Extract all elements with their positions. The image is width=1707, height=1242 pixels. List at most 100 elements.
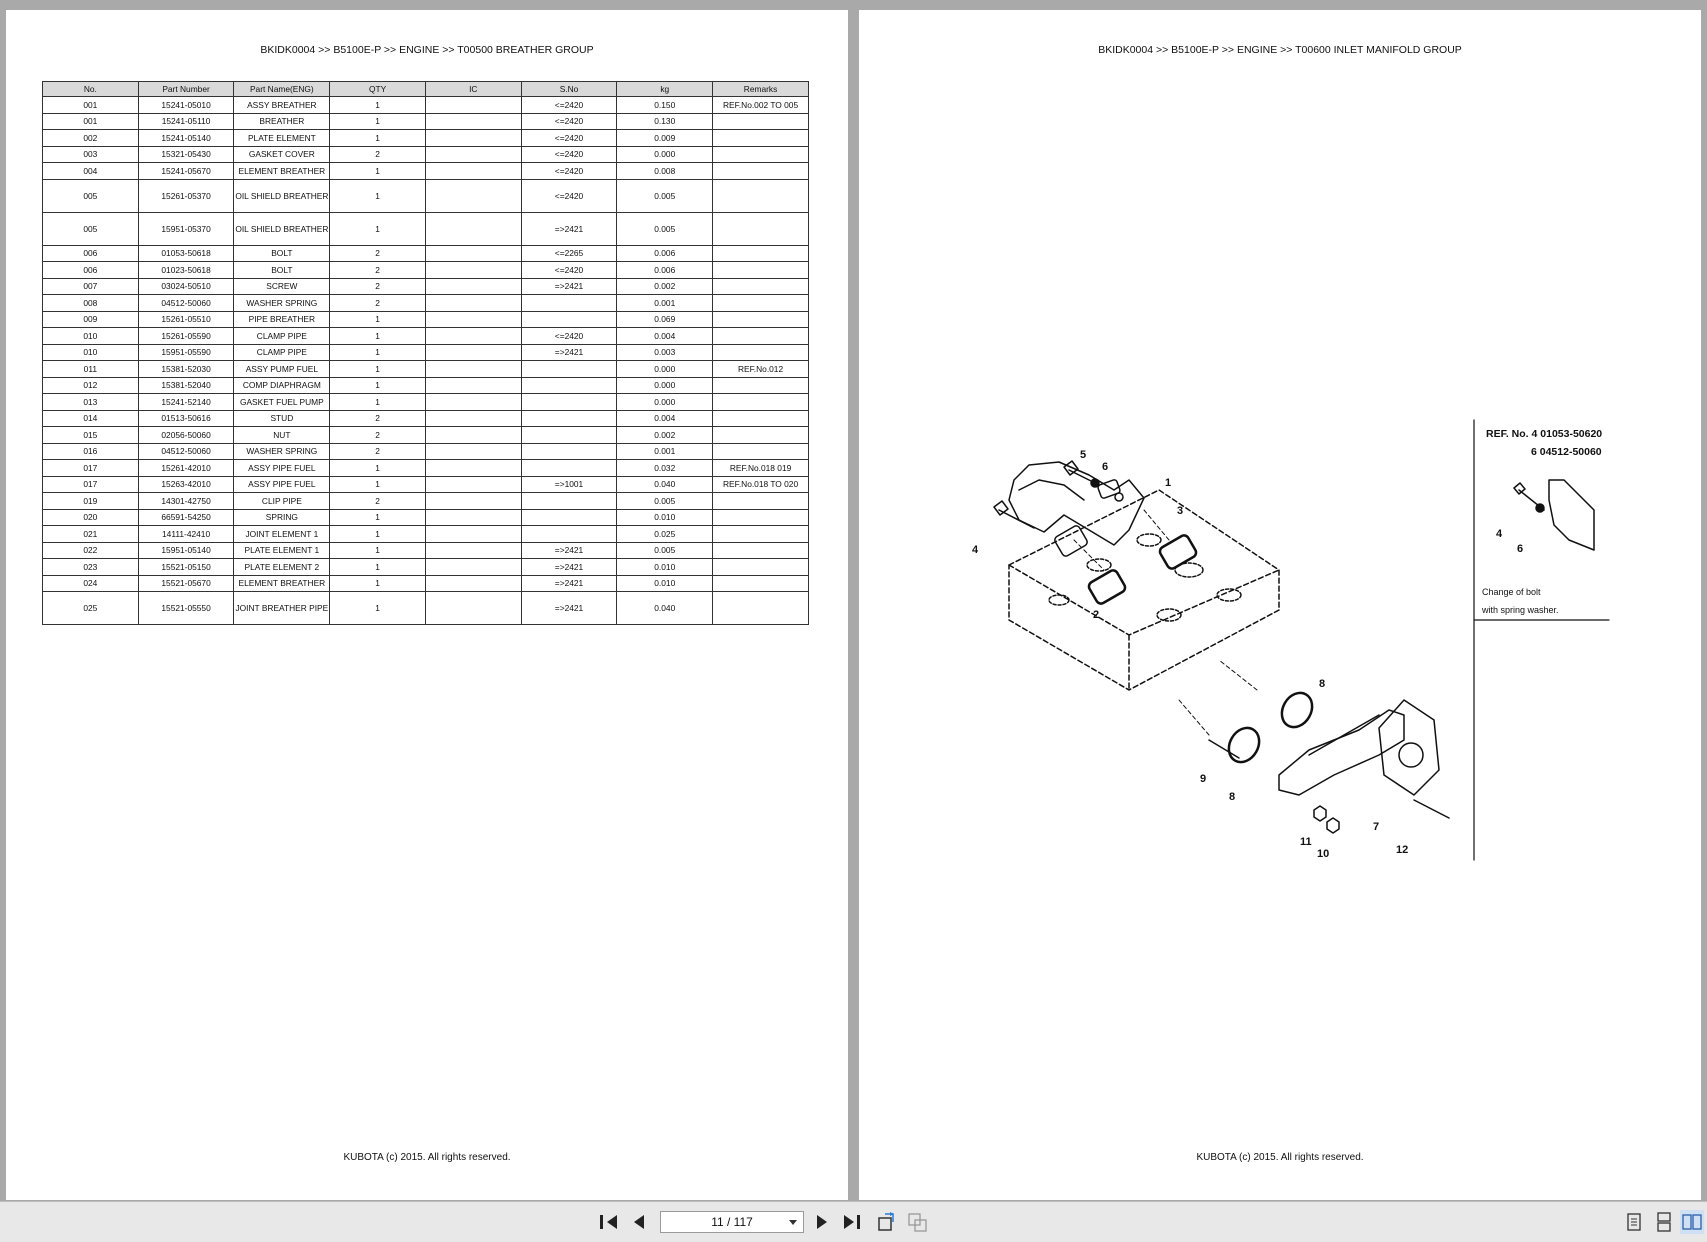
cell-ic (424, 211, 522, 246)
cell-sno (520, 376, 618, 394)
cell-kg: 0.069 (616, 310, 714, 328)
cell-qty: 1 (329, 129, 426, 147)
cell-part-number: 15951-05140 (137, 541, 235, 559)
cell-part-name: CLIP PIPE (233, 492, 331, 510)
inset-frame (1473, 419, 1610, 861)
cell-no: 007 (42, 277, 139, 295)
callout-9: 9 (1200, 773, 1206, 785)
cell-qty: 1 (329, 178, 426, 213)
cell-remarks: REF.No.002 TO 005 (712, 96, 809, 114)
cell-sno (520, 310, 618, 328)
cell-sno: <=2420 (520, 112, 618, 130)
continuous-page-icon[interactable] (1652, 1210, 1676, 1234)
viewer-toolbar: 11 / 117 (0, 1201, 1707, 1242)
cell-ic (424, 492, 522, 510)
callout-4: 4 (972, 544, 979, 556)
cell-qty: 2 (329, 426, 426, 444)
gasket-part2 (1087, 569, 1127, 605)
cell-kg: 0.032 (616, 459, 714, 477)
cell-no: 010 (42, 343, 139, 361)
left-page: BKIDK0004 >> B5100E-P >> ENGINE >> T0050… (6, 10, 848, 1200)
col-header-kg: kg (616, 81, 714, 97)
two-page-icon[interactable] (1680, 1210, 1704, 1234)
cell-part-number: 15261-42010 (137, 459, 235, 477)
first-page-icon[interactable] (597, 1210, 621, 1234)
page-number-dropdown[interactable]: 11 / 117 (660, 1211, 804, 1233)
cell-no: 011 (42, 360, 139, 378)
stud-part12 (1413, 799, 1450, 819)
cell-part-name: PIPE BREATHER (233, 310, 331, 328)
cell-no: 020 (42, 508, 139, 526)
cell-ic (424, 459, 522, 477)
right-page-footer: KUBOTA (c) 2015. All rights reserved. (1196, 1152, 1364, 1163)
cell-qty: 1 (329, 162, 426, 180)
callout-7: 7 (1373, 821, 1379, 833)
callout-12: 12 (1396, 844, 1408, 856)
cell-qty: 2 (329, 261, 426, 279)
cell-qty: 1 (329, 96, 426, 114)
cell-part-number: 01023-50618 (137, 261, 235, 279)
col-header-part-name: Part Name(ENG) (233, 81, 331, 97)
callout-2: 2 (1093, 609, 1099, 621)
gasket-part3 (1158, 534, 1198, 570)
cell-kg: 0.005 (616, 492, 714, 510)
cell-part-number: 15521-05550 (137, 591, 235, 625)
cell-qty: 1 (329, 343, 426, 361)
cell-kg: 0.001 (616, 294, 714, 312)
cell-ic (424, 343, 522, 361)
cell-part-number: 15381-52040 (137, 376, 235, 394)
cell-kg: 0.002 (616, 277, 714, 295)
cell-part-name: ASSY BREATHER (233, 96, 331, 114)
cell-part-name: BOLT (233, 261, 331, 279)
cell-sno (520, 393, 618, 411)
last-page-icon[interactable] (840, 1210, 864, 1234)
compare-view-icon[interactable] (906, 1210, 930, 1234)
cell-sno: =>2421 (520, 591, 618, 625)
cell-sno: <=2420 (520, 96, 618, 114)
cell-part-number: 01053-50618 (137, 244, 235, 262)
cell-ic (424, 360, 522, 378)
col-header-no: No. (42, 81, 139, 97)
next-page-icon[interactable] (810, 1210, 834, 1234)
cell-part-name: CLAMP PIPE (233, 343, 331, 361)
cell-part-number: 01513-50616 (137, 409, 235, 427)
cell-part-name: JOINT ELEMENT 1 (233, 525, 331, 543)
cell-part-number: 02056-50060 (137, 426, 235, 444)
cell-part-name: GASKET COVER (233, 145, 331, 163)
cell-kg: 0.005 (616, 211, 714, 246)
callout-10: 10 (1317, 848, 1329, 860)
cell-remarks (712, 310, 809, 328)
cell-part-number: 15951-05590 (137, 343, 235, 361)
cell-part-number: 15521-05670 (137, 574, 235, 592)
cell-part-number: 15381-52030 (137, 360, 235, 378)
bolt-part4 (993, 500, 1035, 529)
cell-remarks (712, 393, 809, 411)
rotate-view-icon[interactable] (875, 1210, 899, 1234)
cell-qty: 1 (329, 574, 426, 592)
cell-no: 006 (42, 244, 139, 262)
cell-sno (520, 508, 618, 526)
cell-kg: 0.025 (616, 525, 714, 543)
cell-part-name: PLATE ELEMENT (233, 129, 331, 147)
cell-sno: =>2421 (520, 343, 618, 361)
cell-qty: 2 (329, 492, 426, 510)
cell-kg: 0.150 (616, 96, 714, 114)
left-page-header: BKIDK0004 >> B5100E-P >> ENGINE >> T0050… (260, 44, 594, 56)
cell-qty: 2 (329, 145, 426, 163)
cell-no: 009 (42, 310, 139, 328)
cell-kg: 0.010 (616, 558, 714, 576)
prev-page-icon[interactable] (627, 1210, 651, 1234)
callout-8-upper: 8 (1319, 678, 1325, 690)
single-page-icon[interactable] (1622, 1210, 1646, 1234)
cell-kg: 0.001 (616, 442, 714, 460)
cell-remarks (712, 129, 809, 147)
cell-part-name: WASHER SPRING (233, 294, 331, 312)
cell-part-name: PLATE ELEMENT 1 (233, 541, 331, 559)
